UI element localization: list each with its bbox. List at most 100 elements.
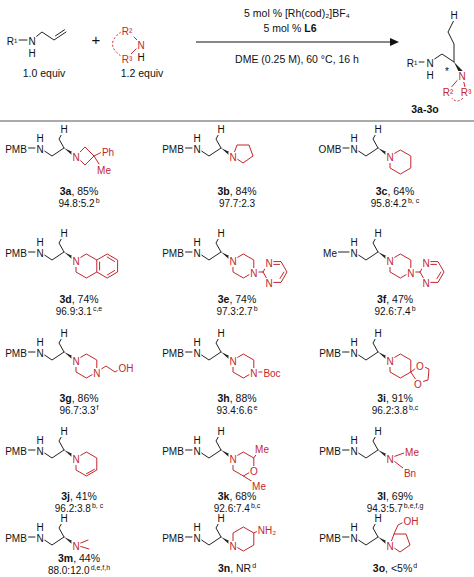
label-holder: PMB: [4, 244, 28, 260]
ratio-text: 92.6:7.4: [374, 306, 410, 317]
label-holder: R²: [442, 83, 455, 99]
protecting-group-label: PMB: [161, 533, 185, 544]
atom-label: N: [192, 248, 201, 259]
label-holder: 97.3:2.7b: [216, 302, 257, 318]
label-holder: N: [249, 264, 258, 280]
amine-atom-label: Boc: [262, 368, 281, 379]
atom-label: H: [349, 337, 358, 348]
label-holder: PMB: [318, 442, 342, 458]
atom-label: N: [192, 533, 201, 544]
compound-number: 3d: [59, 293, 71, 305]
label-holder: 96.9:3.1c,e: [56, 302, 103, 318]
amine-atom-label: N: [406, 268, 415, 279]
label-holder: 3m, 44%: [58, 549, 100, 565]
amine-atom-label: N: [228, 152, 237, 163]
label-holder: PMB: [4, 442, 28, 458]
label-holder: O: [415, 357, 425, 373]
protecting-group-label: PMB: [4, 144, 28, 155]
amine-atom-label: Bn: [403, 468, 417, 479]
atom-label: H: [373, 513, 382, 524]
amine-atom-label: N: [385, 454, 394, 465]
protecting-group-label: PMB: [318, 446, 342, 457]
ratio-text: 97.3:2.7: [216, 306, 252, 317]
atom-label: H: [192, 435, 201, 446]
ring-arc: [113, 32, 122, 56]
protecting-group-label: PMB: [318, 533, 342, 544]
yield-text: , 84%: [230, 185, 257, 197]
label-holder: OMB: [318, 140, 343, 156]
label-holder: OH: [118, 359, 135, 375]
protecting-group-label: OMB: [318, 144, 343, 155]
label-holder: N: [71, 252, 80, 268]
atom-label: H: [27, 48, 36, 59]
ratio-text: 96.7:3.3: [59, 405, 95, 416]
label-holder: PMB: [161, 140, 185, 156]
label-holder: H: [27, 44, 36, 60]
atom-label: N: [349, 348, 358, 359]
compound-number: 3i: [377, 392, 386, 404]
label-holder: Me: [254, 440, 270, 456]
amine-atom-label: O: [249, 466, 259, 477]
amine-atom-label: N: [385, 152, 394, 163]
compound-number: 3j: [61, 490, 70, 502]
amine-atom-label: O: [415, 361, 425, 372]
label-holder: H: [192, 129, 201, 145]
atom-label: N: [349, 533, 358, 544]
label-holder: N: [457, 67, 466, 83]
protecting-group-label: PMB: [4, 348, 28, 359]
protecting-group-label: PMB: [161, 144, 185, 155]
compound-number: 3m: [58, 552, 73, 564]
atom-label: H: [216, 228, 225, 239]
label-holder: H: [216, 120, 225, 136]
atom-label: R¹: [406, 58, 419, 69]
condition-text: 5 mol %: [263, 22, 301, 34]
ratio-text: 94.8:5.2: [58, 198, 94, 209]
label-holder: N: [71, 148, 80, 164]
atom-label: H: [373, 228, 382, 239]
label-holder: 3j, 41%: [61, 487, 97, 503]
label-holder: H: [192, 233, 201, 249]
atom-label: H: [35, 435, 44, 446]
label-holder: 3g, 86%: [59, 389, 98, 405]
label-holder: H: [425, 66, 434, 82]
bond-line: [280, 272, 284, 279]
condition-text: 5 mol % [Rh(cod)₂]BF₄: [244, 7, 350, 19]
label-holder: H: [192, 518, 201, 534]
label-holder: H: [349, 431, 358, 447]
label-holder: 1.0 equiv: [23, 64, 66, 80]
label-holder: Me: [96, 161, 112, 177]
bond-line: [32, 32, 66, 40]
atom-label: N: [192, 144, 201, 155]
label-holder: N: [385, 450, 394, 466]
label-holder: H: [35, 233, 44, 249]
label-holder: N: [406, 264, 415, 280]
atom-label: H: [425, 70, 434, 81]
amine-atom-label: N: [71, 454, 80, 465]
label-holder: 3f, 47%: [377, 290, 413, 306]
atom-label: H: [59, 426, 68, 437]
yield-text: , 86%: [72, 392, 99, 404]
label-holder: H: [35, 333, 44, 349]
label-holder: DME (0.25 M), 60 °C, 16 h: [235, 50, 359, 66]
compound-number: 3l: [377, 490, 386, 502]
label-holder: O: [249, 462, 259, 478]
reaction-arrow: [196, 41, 392, 42]
label-holder: H: [59, 324, 68, 340]
atom-label: H: [136, 52, 145, 63]
label-holder: H: [349, 518, 358, 534]
compound-number: 3k: [218, 490, 230, 502]
amine-atom-label: R²: [121, 26, 134, 37]
label-holder: H: [373, 224, 382, 240]
amine-atom-label: R³: [121, 54, 134, 65]
ratio-text: 96.9:3.1: [56, 306, 92, 317]
yield-text: , 85%: [71, 185, 98, 197]
yield-text: , 41%: [70, 490, 97, 502]
label-holder: N: [228, 450, 237, 466]
amine-atom-label: N: [228, 454, 237, 465]
label-holder: 3a-3o: [411, 100, 438, 116]
bond-line: [94, 156, 99, 164]
atom-label: H: [349, 237, 358, 248]
label-holder: +: [92, 32, 101, 48]
bond-line: [448, 20, 454, 62]
label-holder: H: [216, 224, 225, 240]
